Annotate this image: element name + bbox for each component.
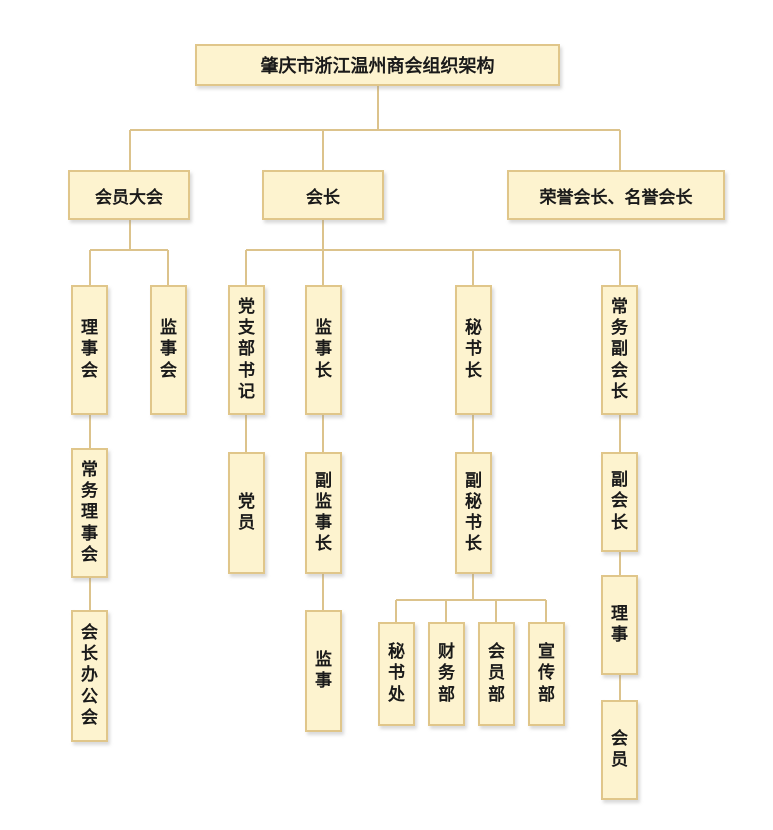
node-label: 会长: [306, 187, 340, 208]
node-label: 秘书处: [388, 642, 405, 705]
node-party-secretary: 党支部书记: [228, 285, 265, 415]
node-label: 党员: [238, 491, 255, 533]
node-label: 会员部: [488, 642, 505, 705]
node-exec-vice-president: 常务副会长: [601, 285, 638, 415]
node-label: 会员大会: [95, 187, 163, 208]
node-label: 监事: [315, 649, 332, 691]
node-label: 会长办公会: [81, 622, 98, 728]
node-label: 党支部书记: [238, 296, 255, 402]
node-president-office: 会长办公会: [71, 610, 108, 742]
node-honorary: 荣誉会长、名誉会长: [507, 170, 725, 220]
node-member: 会员: [601, 700, 638, 800]
node-label: 肇庆市浙江温州商会组织架构: [260, 56, 495, 77]
node-publicity-dept: 宣传部: [528, 622, 565, 726]
node-label: 荣誉会长、名誉会长: [539, 187, 693, 208]
node-secretary-general: 秘书长: [455, 285, 492, 415]
node-label: 理事会: [81, 318, 98, 381]
node-label: 常务副会长: [611, 296, 628, 402]
node-deputy-secretary-general: 副秘书长: [455, 452, 492, 574]
node-label: 副监事长: [315, 470, 332, 555]
node-deputy-chief-supervisor: 副监事长: [305, 452, 342, 574]
node-vice-president: 副会长: [601, 452, 638, 552]
node-label: 宣传部: [538, 642, 555, 705]
node-label: 副秘书长: [465, 470, 482, 555]
node-standing-council: 常务理事会: [71, 448, 108, 578]
node-membership-dept: 会员部: [478, 622, 515, 726]
node-director: 理事: [601, 575, 638, 675]
node-label: 会员: [611, 728, 628, 770]
node-party-member: 党员: [228, 452, 265, 574]
node-secretariat: 秘书处: [378, 622, 415, 726]
node-label: 财务部: [438, 642, 455, 705]
node-chief-supervisor: 监事长: [305, 285, 342, 415]
node-label: 秘书长: [465, 318, 482, 381]
node-supervisory-board: 监事会: [150, 285, 187, 415]
node-president: 会长: [262, 170, 384, 220]
node-label: 副会长: [611, 470, 628, 533]
node-label: 监事长: [315, 318, 332, 381]
node-label: 常务理事会: [81, 459, 98, 565]
node-label: 理事: [611, 603, 628, 645]
node-supervisor: 监事: [305, 610, 342, 732]
node-assembly: 会员大会: [68, 170, 190, 220]
node-root: 肇庆市浙江温州商会组织架构: [195, 44, 560, 86]
node-finance-dept: 财务部: [428, 622, 465, 726]
node-council: 理事会: [71, 285, 108, 415]
node-label: 监事会: [160, 318, 177, 381]
